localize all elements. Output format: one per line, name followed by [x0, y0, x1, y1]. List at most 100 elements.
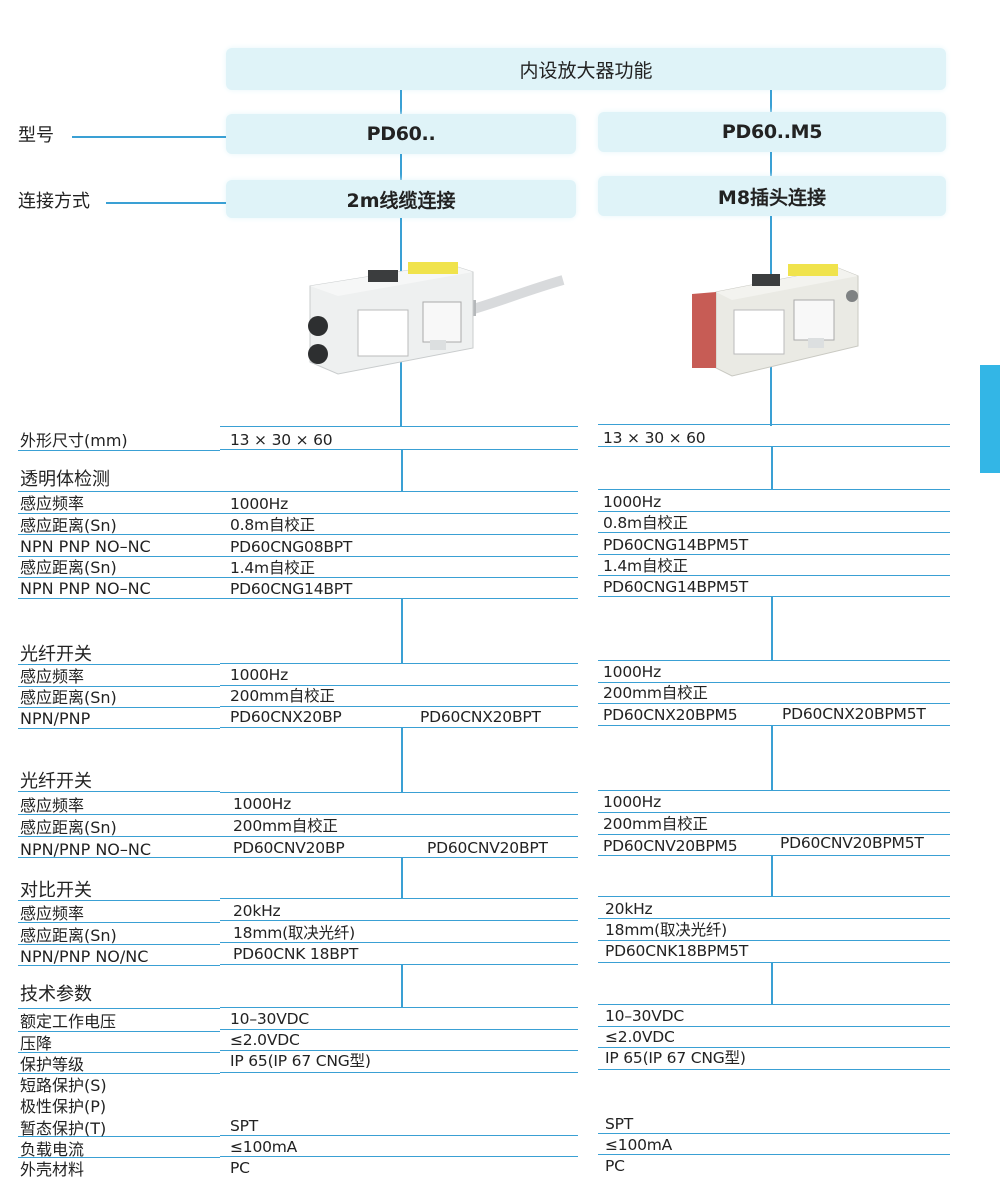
c1-s1-value: 0.8m自校正 — [230, 516, 315, 534]
row-divider — [18, 1136, 220, 1138]
c1-s1-value: PD60CNG14BPT — [230, 580, 353, 598]
label-housing: 外壳材料 — [20, 1160, 85, 1179]
row-divider — [598, 532, 950, 534]
row-divider — [598, 682, 950, 684]
row-divider — [18, 836, 220, 838]
c1-s5-value: IP 65(IP 67 CNG型) — [230, 1052, 371, 1070]
c2-s4-value: PD60CNK18BPM5T — [605, 942, 749, 960]
section-title-transparent: 透明体检测 — [20, 469, 110, 490]
c1-s1-value: 1000Hz — [230, 495, 289, 513]
row-divider — [598, 725, 950, 727]
col2-connect-band: M8插头连接 — [598, 176, 946, 216]
row-divider — [18, 728, 220, 730]
c1-s5-value: ≤100mA — [230, 1138, 298, 1156]
section-title-tech: 技术参数 — [20, 984, 92, 1005]
c1-s3-value: PD60CNV20BPT — [427, 839, 548, 857]
row-divider — [18, 1031, 220, 1033]
label-dimensions: 外形尺寸(mm) — [20, 431, 128, 450]
label-distance: 感应距离(Sn) — [20, 926, 117, 945]
c2-s5-value: SPT — [605, 1115, 634, 1133]
c2-s2-value: PD60CNX20BPM5T — [782, 705, 926, 723]
connector-line — [771, 446, 773, 489]
label-distance: 感应距离(Sn) — [20, 818, 117, 837]
side-tab — [980, 365, 1000, 473]
row-divider — [220, 513, 578, 515]
row-divider — [220, 727, 578, 729]
c2-dimensions: 13 × 30 × 60 — [603, 429, 706, 447]
row-divider — [598, 575, 950, 577]
c2-s4-value: 18mm(取决光纤) — [605, 921, 728, 939]
label-output: NPN/PNP NO–NC — [20, 840, 152, 859]
row-divider — [220, 1050, 578, 1052]
label-frequency: 感应频率 — [20, 904, 85, 923]
row-divider — [598, 554, 950, 556]
c1-s4-value: 18mm(取决光纤) — [233, 924, 356, 942]
row-divider — [598, 790, 950, 792]
label-load-current: 负载电流 — [20, 1140, 85, 1159]
c1-s3-value: 200mm自校正 — [233, 817, 338, 835]
c2-s3-value: 200mm自校正 — [603, 815, 708, 833]
connector-line — [770, 152, 772, 176]
row-divider — [220, 1007, 578, 1009]
row-divider — [18, 577, 220, 579]
row-divider — [18, 900, 220, 902]
row-divider — [220, 898, 578, 900]
row-divider — [598, 918, 950, 920]
row-divider — [220, 1135, 578, 1137]
row-divider — [18, 814, 220, 816]
col1-connect: 2m线缆连接 — [346, 189, 456, 212]
label-voltage-drop: 压降 — [20, 1034, 53, 1053]
row-divider — [18, 450, 220, 452]
row-divider — [220, 556, 578, 558]
section-title-fiber: 光纤开关 — [20, 644, 92, 665]
c1-s1-value: PD60CNG08BPT — [230, 538, 353, 556]
c1-s2-value: 200mm自校正 — [230, 687, 335, 705]
label-frequency: 感应频率 — [20, 667, 85, 686]
label-short-circuit: 短路保护(S) — [20, 1076, 107, 1095]
c2-s1-value: 0.8m自校正 — [603, 514, 688, 532]
c2-s1-value: 1000Hz — [603, 493, 662, 511]
connector-line — [401, 449, 403, 491]
row-divider — [18, 707, 220, 709]
col2-model: PD60..M5 — [721, 121, 823, 143]
c2-s4-value: 20kHz — [605, 900, 653, 918]
row-divider — [18, 598, 220, 600]
row-divider — [598, 1026, 950, 1028]
row-divider — [598, 940, 950, 942]
c2-s1-value: PD60CNG14BPM5T — [603, 578, 749, 596]
connector-line — [771, 962, 773, 1004]
row-divider — [18, 664, 220, 666]
row-divider — [598, 596, 950, 598]
row-divider — [18, 1052, 220, 1054]
c2-s5-value: PC — [605, 1157, 625, 1175]
row-divider — [598, 855, 950, 857]
c1-s2-value: PD60CNX20BPT — [420, 708, 541, 726]
c1-dimensions: 13 × 30 × 60 — [230, 431, 333, 449]
row-divider — [220, 685, 578, 687]
c2-s5-value: ≤2.0VDC — [605, 1028, 675, 1046]
row-divider — [598, 896, 950, 898]
row-divider — [18, 534, 220, 536]
row-divider — [220, 964, 578, 966]
c1-s2-value: 1000Hz — [230, 666, 289, 684]
c2-s5-value: ≤100mA — [605, 1136, 673, 1154]
label-output: NPN/PNP NO/NC — [20, 947, 149, 966]
label-frequency: 感应频率 — [20, 494, 85, 513]
row-divider — [220, 491, 578, 493]
row-divider — [18, 1073, 220, 1075]
row-divider — [18, 965, 220, 967]
row-divider — [18, 922, 220, 924]
connector-line — [771, 596, 773, 660]
c1-s5-value: SPT — [230, 1117, 259, 1135]
connector-line — [401, 598, 403, 663]
c2-s3-value: 1000Hz — [603, 793, 662, 811]
row-divider — [598, 446, 950, 448]
row-divider — [598, 489, 950, 491]
row-divider — [220, 1072, 578, 1074]
connect-label: 连接方式 — [18, 191, 90, 212]
label-frequency: 感应频率 — [20, 796, 85, 815]
header-title-band: 内设放大器功能 — [226, 48, 946, 90]
row-divider — [220, 857, 578, 859]
label-distance: 感应距离(Sn) — [20, 516, 117, 535]
row-divider — [598, 834, 950, 836]
